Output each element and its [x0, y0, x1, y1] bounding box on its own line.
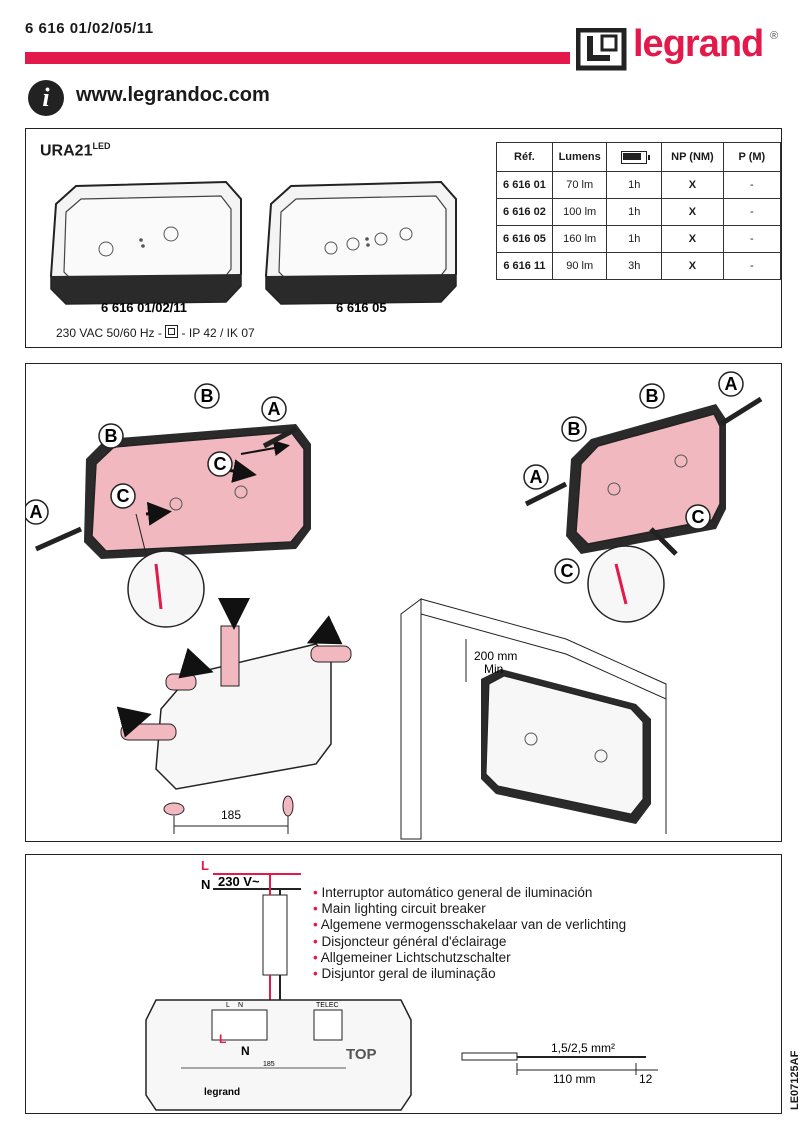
top-mark: TOP: [346, 1046, 377, 1063]
svg-text:L: L: [226, 1002, 230, 1009]
svg-text:B: B: [201, 386, 214, 406]
list-item: Interruptor automático general de ilumin…: [313, 885, 626, 901]
svg-text:B: B: [105, 426, 118, 446]
battery-icon: [621, 150, 651, 164]
svg-text:A: A: [725, 374, 738, 394]
list-item: Algemene vermogensschakelaar van de verl…: [313, 917, 626, 933]
website-link[interactable]: www.legrandoc.com: [76, 84, 270, 106]
svg-text:C: C: [214, 454, 227, 474]
col-p: P (M): [722, 142, 782, 172]
wiring-diagram: L N 230 V~ L N TELEC TOP L N 185 legrand…: [145, 858, 658, 1111]
svg-text:A: A: [530, 467, 543, 487]
header-red-band: [25, 52, 570, 64]
svg-text:A: A: [268, 399, 281, 419]
svg-text:A: A: [30, 502, 43, 522]
wire-length: 110 mm: [553, 1072, 595, 1086]
circuit-breaker-icon: [262, 894, 288, 976]
list-item: Disjoncteur général d'éclairage: [313, 934, 626, 950]
svg-text:C: C: [117, 486, 130, 506]
svg-text:C: C: [561, 561, 574, 581]
svg-text:B: B: [568, 419, 581, 439]
list-item: Disjuntor geral de iluminação: [313, 966, 626, 982]
col-np: NP (NM): [661, 142, 724, 172]
luminaire-left-illustration: [49, 180, 242, 305]
list-item: Main lighting circuit breaker: [313, 901, 626, 917]
spacing-label: 185: [221, 808, 241, 822]
terminal-L-label: L: [219, 1032, 226, 1046]
strip-length: 12: [639, 1072, 653, 1086]
installation-panel: B A B C C A A B B A C C: [25, 363, 782, 842]
line-L: L: [201, 858, 209, 873]
opening-diagram-right: [524, 396, 763, 623]
wall-mounting-diagram: 200 mm Min: [400, 598, 667, 840]
callouts-right: A B B A C C: [523, 371, 744, 584]
list-item: Allgemeiner Lichtschutzschalter: [313, 950, 626, 966]
product-panel: URA21LED 6 616 01/02/11 6 616 05 230 VAC…: [25, 128, 782, 348]
wall-gap-value: 200 mm: [474, 649, 517, 663]
col-lumens: Lumens: [551, 142, 608, 172]
callouts-left: B A B C C A: [26, 383, 287, 525]
label-right: 6 616 05: [336, 300, 387, 314]
class-ii-icon: [165, 325, 179, 338]
product-model: URA21LED: [40, 141, 111, 160]
wire-section: 1,5/2,5 mm²: [551, 1041, 615, 1055]
electrical-spec: 230 VAC 50/60 Hz - - IP 42 / IK 07: [56, 325, 255, 340]
line-N: N: [201, 877, 210, 892]
product-illustrations: 6 616 01/02/11 6 616 05: [49, 180, 457, 314]
supply-voltage: 230 V~: [218, 874, 260, 889]
base-brand: legrand: [204, 1087, 240, 1098]
installation-illustration: B A B C C A A B B A C C: [26, 371, 763, 840]
svg-text:185: 185: [263, 1061, 275, 1068]
base-mounting-diagram: 185: [116, 598, 352, 834]
svg-text:B: B: [646, 386, 659, 406]
document-reference: 6 616 01/02/05/11: [25, 20, 154, 37]
terminal-N-label: N: [241, 1044, 250, 1058]
opening-diagram-left: [34, 424, 311, 628]
svg-text:C: C: [692, 507, 705, 527]
wiring-panel: L N 230 V~ L N TELEC TOP L N 185 legrand…: [25, 854, 782, 1114]
col-ref: Réf.: [496, 142, 553, 172]
svg-text:N: N: [238, 1002, 243, 1009]
breaker-description-list: Interruptor automático general de ilumin…: [313, 885, 626, 982]
legrand-logo-icon: [576, 28, 627, 71]
wall-gap-min: Min: [484, 662, 503, 676]
luminaire-right-illustration: [264, 180, 457, 305]
brand-wordmark: legrand: [633, 23, 764, 65]
label-left: 6 616 01/02/11: [101, 300, 187, 314]
document-id: LE07125AF: [789, 1050, 801, 1110]
col-battery: [606, 142, 663, 172]
svg-text:TELEC: TELEC: [316, 1002, 339, 1009]
info-icon: i: [28, 80, 64, 116]
brand-registered-mark: ®: [770, 30, 779, 42]
